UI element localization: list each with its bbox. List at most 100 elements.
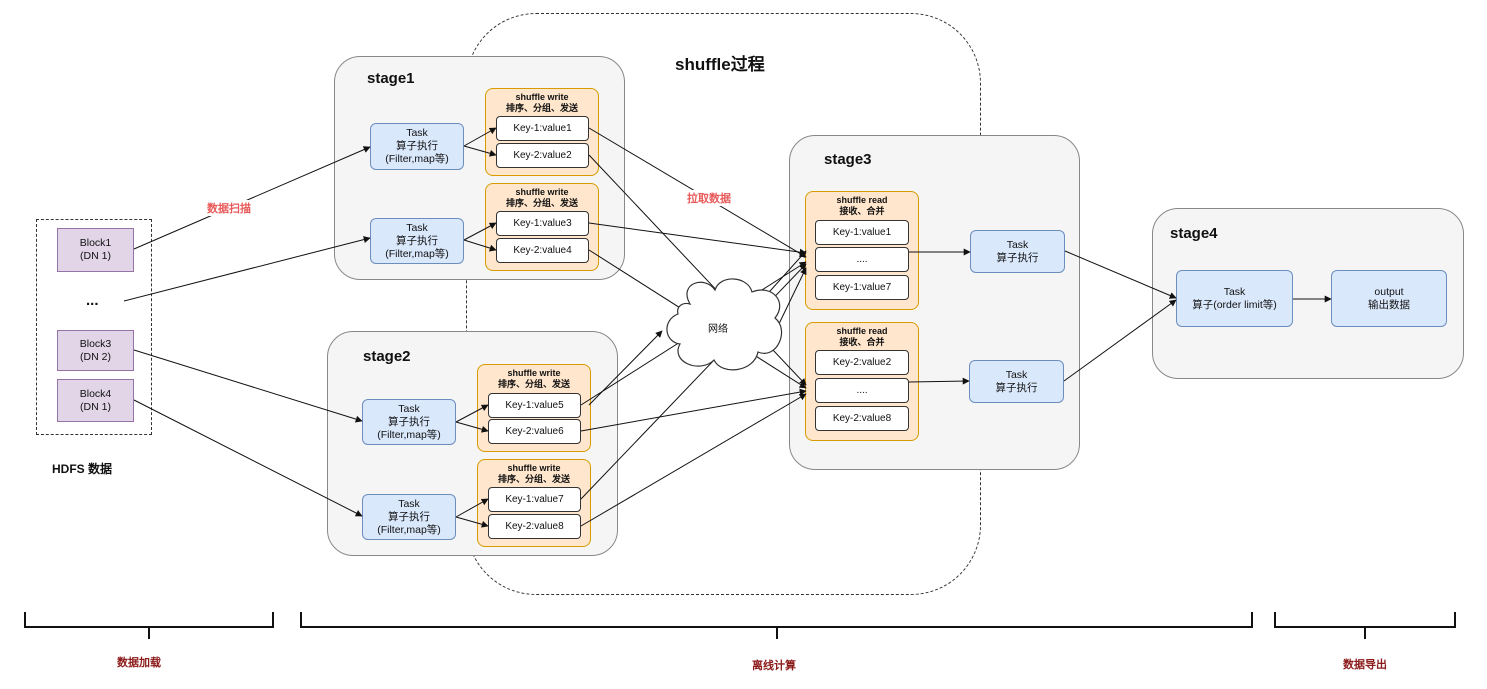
task-detail: (Filter,map等) <box>377 428 441 441</box>
task-op: 算子执行 <box>388 415 430 428</box>
bracket-load <box>24 612 274 628</box>
edge-ellipsis-task <box>123 236 371 302</box>
edge-shuffle <box>580 388 807 432</box>
edge-task-kv <box>463 239 497 252</box>
stage3-title: stage3 <box>824 151 872 168</box>
edge-block4-task <box>133 399 363 517</box>
kv-item[interactable]: Key-1:value5 <box>488 393 581 418</box>
edge-task-kv <box>463 145 497 157</box>
task-label: Task <box>398 497 420 510</box>
output-node[interactable]: output 输出数据 <box>1331 270 1447 327</box>
edge-task-kv <box>455 498 489 518</box>
edge-task-kv <box>463 222 497 241</box>
shuffle-read-desc: 接收、合并 <box>839 206 885 216</box>
task-label: Task <box>398 402 420 415</box>
blocks-ellipsis: ... <box>86 292 99 309</box>
block3-name: Block3 <box>79 337 112 350</box>
edge-label-scan: 数据扫描 <box>207 200 251 216</box>
kv-item[interactable]: Key-2:value8 <box>815 406 909 431</box>
block3-dn: (DN 2) <box>80 350 111 363</box>
shuffle-write-desc: 排序、分组、发送 <box>505 103 578 113</box>
task-detail: (Filter,map等) <box>385 247 449 260</box>
stage3-task-2[interactable]: Task 算子执行 <box>969 360 1064 403</box>
shuffle-write-desc: 排序、分组、发送 <box>505 198 578 208</box>
kv-item[interactable]: Key-1:value1 <box>496 116 589 141</box>
stage4-task[interactable]: Task 算子(order limit等) <box>1176 270 1293 327</box>
task-label: Task <box>1006 238 1029 251</box>
task-label: Task <box>1223 285 1246 298</box>
kv-item[interactable]: Key-2:value6 <box>488 419 581 444</box>
shuffle-write-desc: 排序、分组、发送 <box>497 379 570 389</box>
block1-dn: (DN 1) <box>80 250 111 262</box>
stage2-title: stage2 <box>363 348 411 365</box>
task-label: Task <box>406 221 428 234</box>
hdfs-label: HDFS 数据 <box>52 462 113 476</box>
task-op: 算子执行 <box>388 510 430 523</box>
kv-item[interactable]: .... <box>815 378 909 403</box>
task-op: 算子执行 <box>396 140 438 152</box>
shuffle-title: shuffle过程 <box>675 55 765 74</box>
kv-item[interactable]: .... <box>815 247 909 272</box>
kv-item[interactable]: Key-1:value3 <box>496 211 589 236</box>
task-label: Task <box>406 127 428 139</box>
stage1-task-1[interactable]: Task 算子执行 (Filter,map等) <box>370 123 464 170</box>
edge-block1-task <box>133 146 371 250</box>
output-desc: 输出数据 <box>1368 298 1410 311</box>
task-op: 算子执行 <box>996 251 1039 264</box>
shuffle-write-title: shuffle write <box>515 92 569 102</box>
hdfs-data-box <box>36 219 152 435</box>
kv-item[interactable]: Key-2:value8 <box>488 514 581 539</box>
network-cloud-icon <box>666 278 783 371</box>
task-op: 算子执行 <box>396 234 438 247</box>
shuffle-write-title: shuffle write <box>507 368 561 378</box>
shuffle-read-desc: 接收、合并 <box>839 337 885 347</box>
edge-task-kv <box>455 516 489 528</box>
shuffle-write-desc: 排序、分组、发送 <box>497 474 570 484</box>
stage4-title: stage4 <box>1170 225 1218 242</box>
stage1-title: stage1 <box>367 70 415 87</box>
edge-label-pull: 拉取数据 <box>687 190 731 206</box>
phase-label-compute: 离线计算 <box>752 660 796 672</box>
edge-task-kv <box>455 404 489 423</box>
kv-item[interactable]: Key-1:value7 <box>815 275 909 300</box>
edge-network-read <box>775 267 807 331</box>
block1[interactable]: Block1 (DN 1) <box>57 228 134 272</box>
stage3-task-1[interactable]: Task 算子执行 <box>970 230 1065 273</box>
kv-item[interactable]: Key-1:value1 <box>815 220 909 245</box>
kv-item[interactable]: Key-2:value2 <box>815 350 909 375</box>
stage2-task-2[interactable]: Task 算子执行 (Filter,map等) <box>362 494 456 540</box>
task-detail: (Filter,map等) <box>385 153 449 165</box>
task-op: 算子执行 <box>995 381 1038 394</box>
block1-name: Block1 <box>79 237 112 249</box>
output-label: output <box>1374 285 1404 298</box>
edge-block3-task <box>133 349 363 423</box>
edge-task-kv <box>455 421 489 433</box>
shuffle-write-title: shuffle write <box>507 463 561 473</box>
phase-label-load: 数据加载 <box>117 657 161 669</box>
block4-dn: (DN 1) <box>80 400 111 413</box>
stage2-task-1[interactable]: Task 算子执行 (Filter,map等) <box>362 399 456 445</box>
task-detail: (Filter,map等) <box>377 523 441 536</box>
bracket-export <box>1274 612 1456 628</box>
edge-shuffle <box>588 222 807 256</box>
edge-task-kv <box>463 127 497 147</box>
edge-to-network <box>588 330 663 406</box>
stage1-task-2[interactable]: Task 算子执行 (Filter,map等) <box>370 218 464 264</box>
phase-label-export: 数据导出 <box>1343 659 1387 671</box>
kv-item[interactable]: Key-2:value2 <box>496 143 589 168</box>
edge-task-final <box>1063 299 1177 382</box>
block4[interactable]: Block4 (DN 1) <box>57 379 134 422</box>
bracket-compute <box>300 612 1253 628</box>
network-label: 网络 <box>708 324 728 335</box>
task-label: Task <box>1005 368 1028 381</box>
task-op: 算子(order limit等) <box>1192 298 1277 311</box>
edge-shuffle <box>580 393 807 527</box>
block4-name: Block4 <box>79 387 112 400</box>
shuffle-read-title: shuffle read <box>836 326 888 336</box>
edge-task-final <box>1064 250 1177 299</box>
edge-read-task <box>908 377 970 385</box>
block3[interactable]: Block3 (DN 2) <box>57 330 134 371</box>
shuffle-read-title: shuffle read <box>836 195 888 205</box>
shuffle-write-title: shuffle write <box>515 187 569 197</box>
